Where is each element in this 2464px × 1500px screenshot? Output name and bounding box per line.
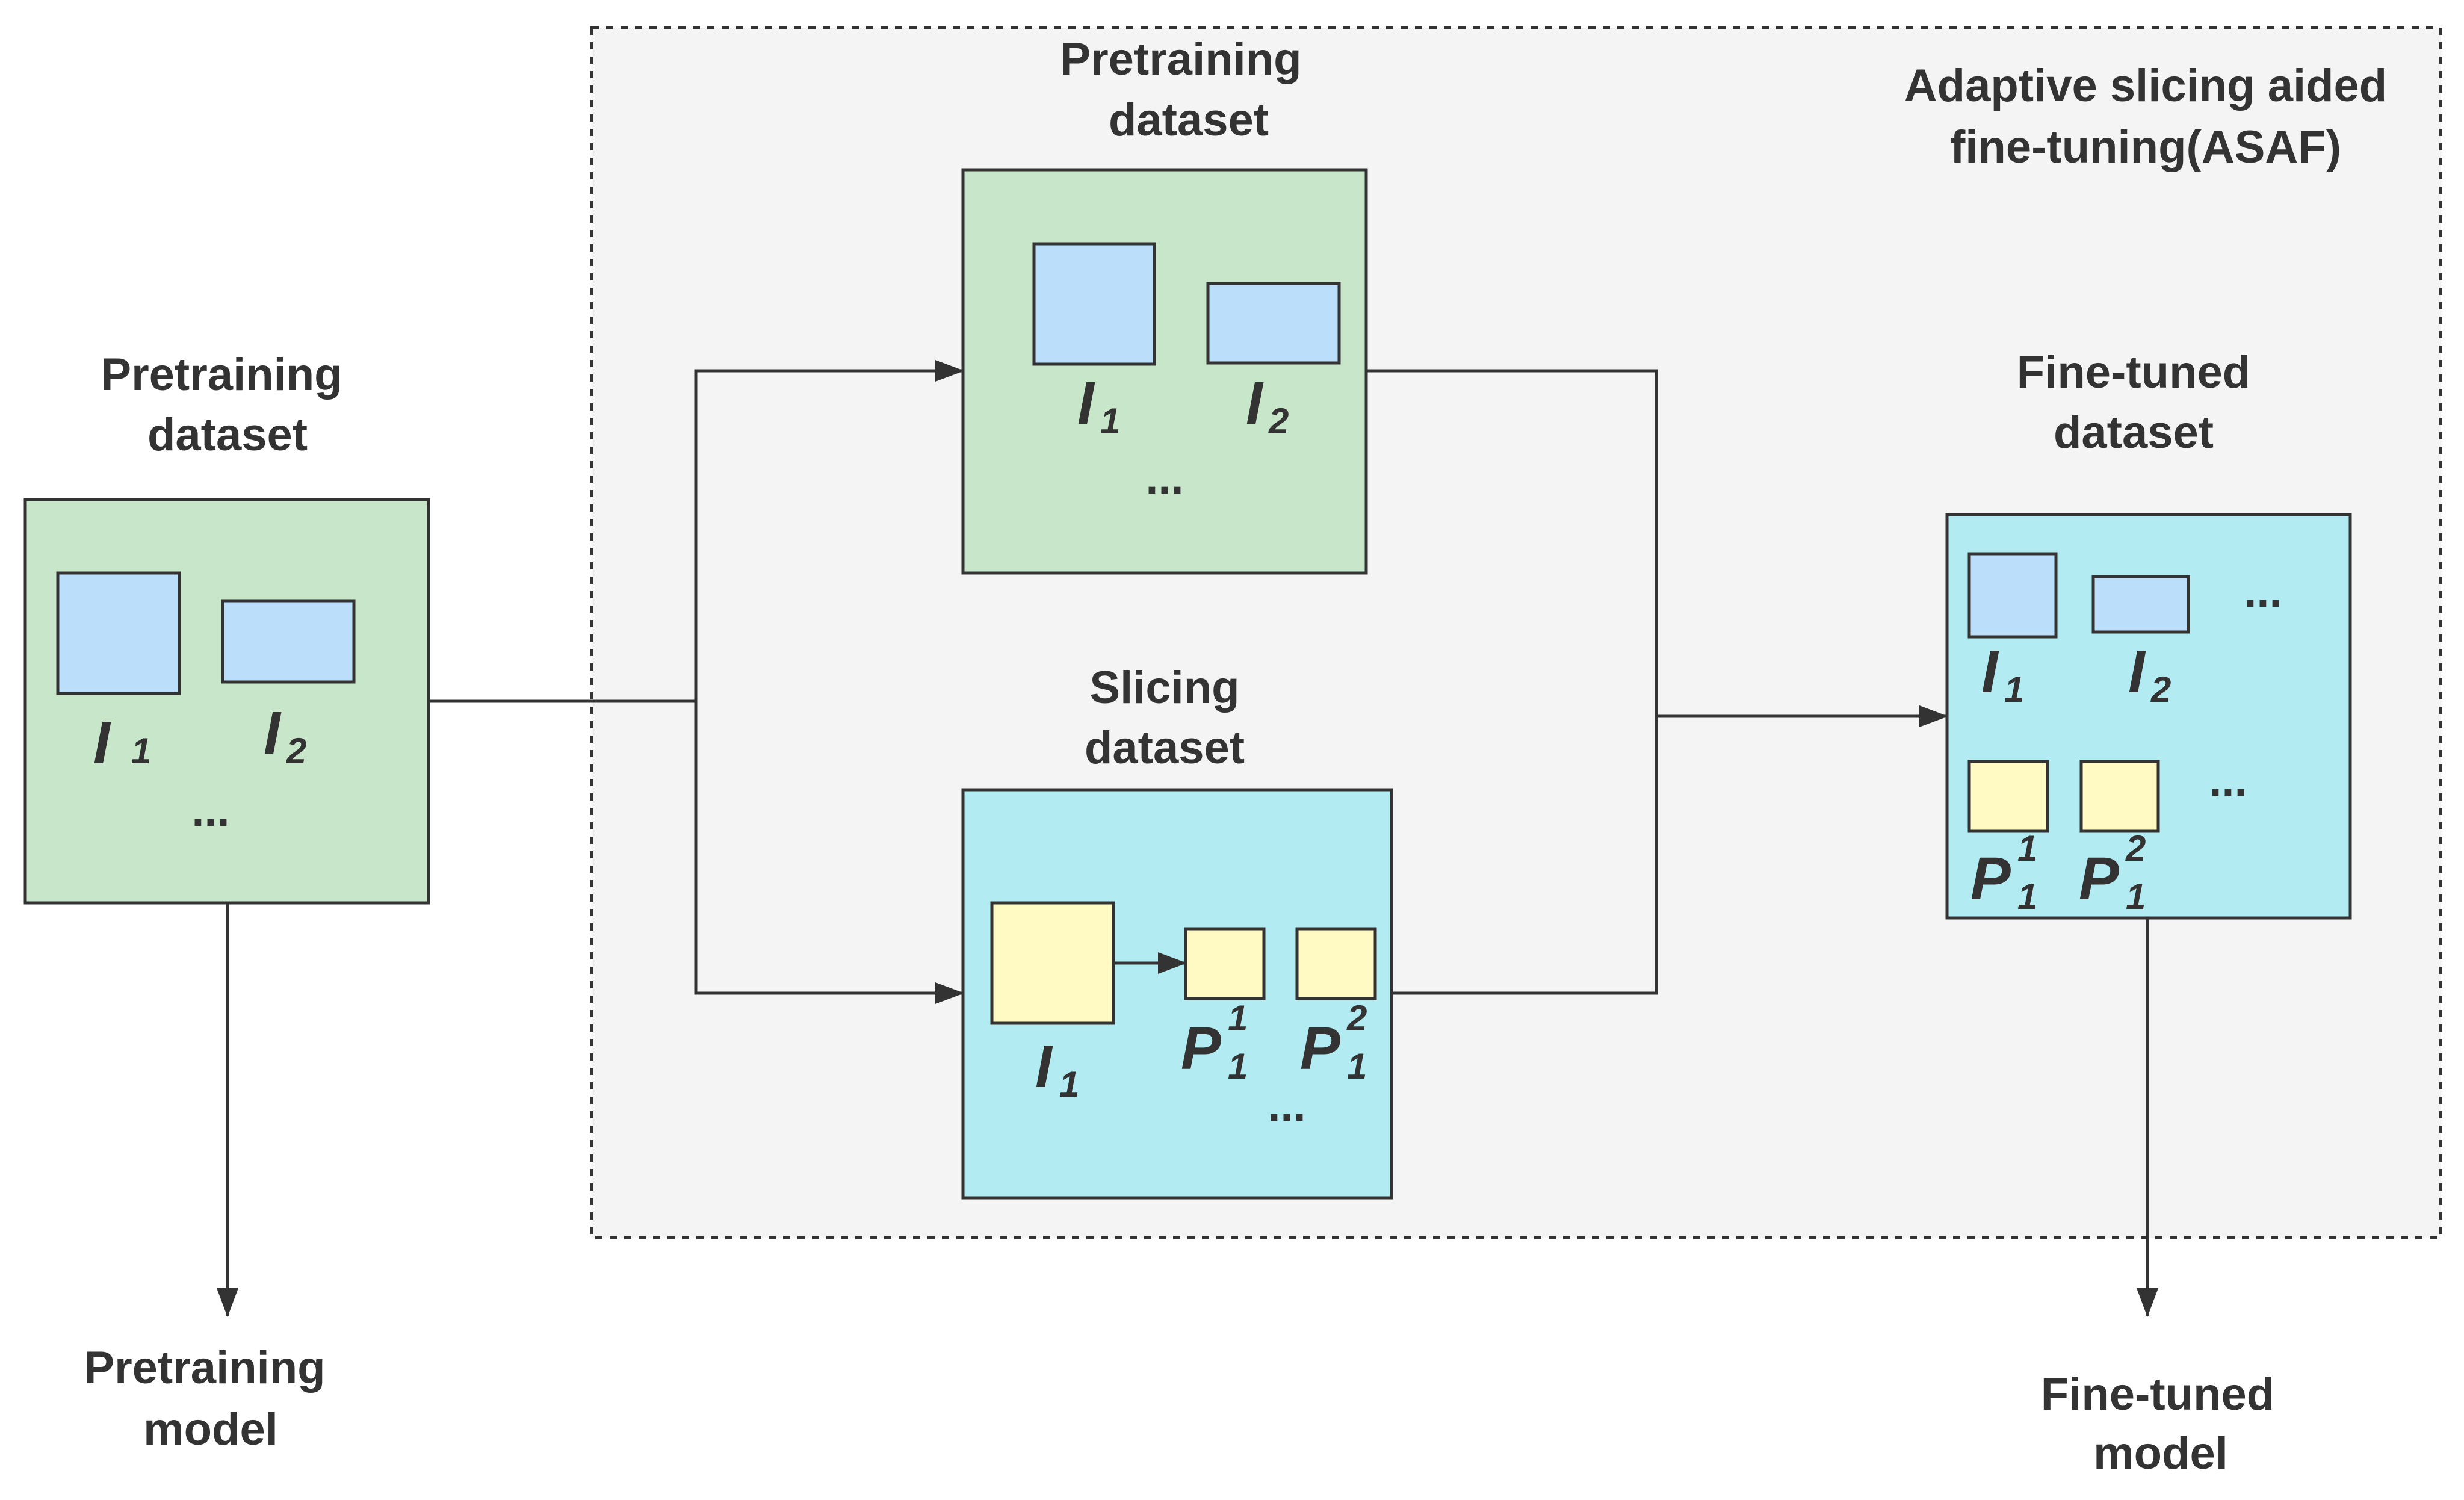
left-dataset-title-line1: Pretraining [101,349,342,400]
slicing-patch-2-label: P 2 1 [1300,998,1367,1086]
left-dataset-title-line2: dataset [147,409,308,460]
asaf-title-line1: Adaptive slicing aided [1904,60,2387,111]
finetuned-patch-1-label: P 1 1 [1970,828,2037,917]
svg-text:1: 1 [1059,1064,1079,1105]
svg-text:I: I [93,709,111,776]
svg-text:P: P [1300,1015,1340,1082]
svg-text:1: 1 [1228,998,1248,1038]
svg-text:1: 1 [2004,669,2024,710]
top-image-2-label: I 2 [1246,370,1289,441]
slicing-image-label: I 1 [1035,1033,1079,1105]
top-dataset-merge-connector [1366,369,1658,995]
left-dataset-ellipsis: ... [191,785,229,836]
top-dataset-title-line2: dataset [1109,95,1269,146]
top-image-2 [1206,282,1341,365]
svg-text:I: I [1035,1033,1053,1100]
finetuned-patches-ellipsis: ... [2209,755,2247,806]
asaf-title-line2: fine-tuning(ASAF) [1950,122,2341,173]
top-pretraining-dataset-box [961,168,1368,575]
svg-text:2: 2 [2125,828,2146,869]
finetuned-dataset-title-line2: dataset [2054,407,2214,458]
left-pretraining-dataset-box [23,498,430,905]
left-image-2-label: I 2 [264,699,306,771]
svg-text:2: 2 [1346,998,1367,1038]
svg-text:I: I [2128,638,2146,705]
pretraining-model-line2: model [143,1404,278,1455]
finetuned-patch-2-label: P 2 1 [2079,828,2146,917]
svg-text:I: I [1981,638,1999,705]
svg-text:2: 2 [2150,669,2171,710]
finetuned-image-1 [1967,552,2058,639]
svg-text:1: 1 [1100,401,1120,441]
svg-text:P: P [1970,845,2011,913]
finetuned-patch-2 [2079,760,2160,833]
pretraining-model-line1: Pretraining [84,1342,325,1393]
top-dataset-title-line1: Pretraining [1060,34,1301,85]
top-dataset-ellipsis: ... [1145,453,1183,504]
left-image-1-label: I 1 [93,709,151,776]
slicing-dataset-ellipsis: ... [1268,1080,1305,1131]
svg-text:2: 2 [286,731,306,771]
svg-text:1: 1 [131,731,151,771]
svg-text:P: P [1181,1015,1221,1082]
slicing-source-image [990,901,1115,1025]
slicing-patch-1 [1184,927,1266,1000]
svg-text:I: I [1077,370,1095,437]
finetuned-image-1-label: I 1 [1981,638,2024,710]
svg-text:1: 1 [1228,1046,1248,1086]
svg-text:P: P [2079,845,2119,913]
svg-text:1: 1 [2017,828,2037,869]
finetuned-model-line1: Fine-tuned [2041,1369,2274,1420]
top-image-1-label: I 1 [1077,370,1120,441]
svg-text:1: 1 [2017,876,2037,917]
left-image-1 [56,571,181,695]
top-image-1 [1032,242,1156,366]
svg-text:I: I [1246,370,1264,437]
svg-text:1: 1 [1347,1046,1367,1086]
slicing-patch-2 [1295,927,1377,1000]
svg-text:I: I [264,699,282,767]
branch-to-slicing-dataset-arrow [694,701,964,1004]
finetuned-image-2-label: I 2 [2128,638,2171,710]
finetuned-images-ellipsis: ... [2244,566,2282,617]
svg-text:2: 2 [1268,401,1289,441]
finetuned-dataset-title-line1: Fine-tuned [2017,347,2250,398]
slicing-dataset-title-line2: dataset [1085,722,1245,773]
finetuned-patch-1 [1967,760,2049,833]
slicing-dataset-title-line1: Slicing [1089,662,1239,713]
left-image-2 [221,599,356,684]
slicing-patch-1-label: P 1 1 [1181,998,1248,1086]
svg-text:1: 1 [2126,876,2146,917]
finetuned-model-line2: model [2093,1428,2228,1479]
finetuned-image-2 [2091,575,2190,634]
